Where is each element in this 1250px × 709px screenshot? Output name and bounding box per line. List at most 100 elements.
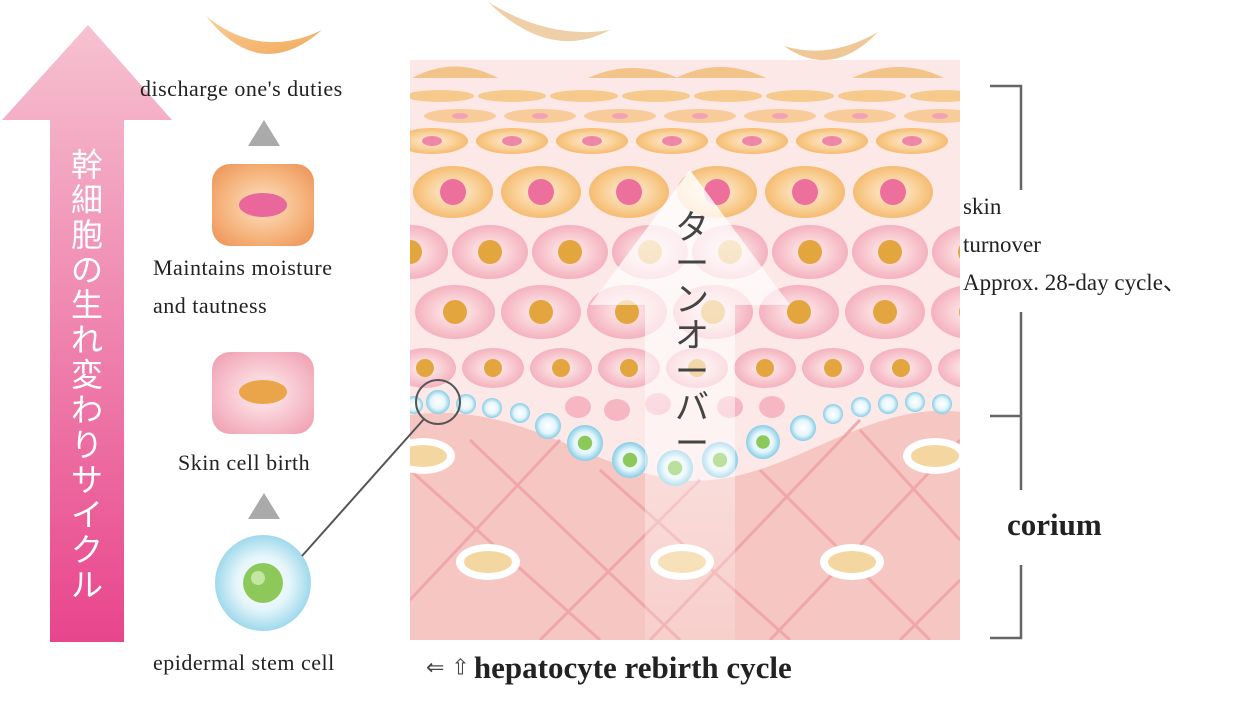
cycle-label-char: 胞: [70, 216, 103, 254]
pink-cell-nucleus: [787, 300, 811, 324]
stage-icons: [206, 16, 322, 631]
basal-stem-cell: [851, 397, 871, 417]
basal-stem-cell: [823, 404, 843, 424]
corium-label: corium: [1007, 507, 1102, 542]
young-cell-nucleus: [239, 380, 287, 404]
granular-cell-nucleus: [662, 136, 682, 146]
turnover-label: ターンオーバー: [670, 210, 714, 462]
basal-stem-cell: [510, 403, 530, 423]
pink-cell-nucleus: [960, 359, 978, 377]
orange-cell-nucleus: [792, 179, 818, 205]
turnover-label-char: バ: [675, 388, 709, 428]
stage-label-moisture-1: Maintains moisture: [153, 255, 333, 280]
up-triangle-icon-2: [248, 493, 280, 519]
pink-cell-nucleus: [873, 300, 897, 324]
pink-cell-nucleus: [410, 240, 422, 264]
pink-cell-nucleus: [443, 300, 467, 324]
flat-cell-nucleus: [932, 113, 948, 119]
pink-cell: [410, 225, 448, 279]
stage-label-stem: epidermal stem cell: [153, 650, 335, 675]
cycle-label-char: り: [70, 426, 103, 464]
granular-cell-nucleus: [902, 136, 922, 146]
flat-cell: [766, 90, 834, 102]
cycle-label-char: サ: [70, 461, 103, 499]
pink-cell-nucleus: [620, 359, 638, 377]
basal-stem-cell: [878, 394, 898, 414]
pink-cell: [938, 348, 960, 388]
flat-cell-nucleus: [692, 113, 708, 119]
basal-stem-cell: [932, 394, 952, 414]
skin-turnover-line-2: turnover: [963, 232, 1041, 257]
pink-cell-nucleus: [892, 359, 910, 377]
granular-cell-nucleus: [422, 136, 442, 146]
epidermal-cells: [410, 90, 978, 486]
basal-stem-cell-nucleus: [577, 435, 593, 451]
pink-cell-nucleus: [552, 359, 570, 377]
small-pink-cell: [604, 399, 630, 421]
stem-cell-highlight: [251, 571, 265, 585]
pink-cell-nucleus: [484, 359, 502, 377]
cycle-label-char: 変: [70, 356, 103, 394]
turnover-label-char: ン: [675, 280, 709, 320]
turnover-label-char: ー: [675, 424, 709, 464]
cycle-label-char: 細: [70, 181, 103, 219]
basal-stem-cell-nucleus: [622, 452, 638, 468]
flat-cell-nucleus: [852, 113, 868, 119]
flat-cell-nucleus: [612, 113, 628, 119]
cycle-label-char: わ: [70, 391, 103, 429]
flat-cell: [478, 90, 546, 102]
turnover-arrow: [590, 170, 790, 640]
basal-stem-cell: [482, 398, 502, 418]
pink-cell-nucleus: [959, 307, 960, 317]
cycle-label-char: れ: [70, 321, 103, 359]
stage-label-moisture-2: and tautness: [153, 293, 268, 318]
basal-stem-cell: [456, 394, 476, 414]
orange-cell-nucleus: [616, 179, 642, 205]
pink-cell-nucleus: [958, 245, 960, 259]
granular-cell-nucleus: [742, 136, 762, 146]
flat-cell: [622, 90, 690, 102]
basal-stem-cell: [535, 413, 561, 439]
orange-cell-nucleus: [440, 179, 466, 205]
turnover-label-char: オ: [675, 316, 709, 356]
bottom-caption: ⇐ ⇧ hepatocyte rebirth cycle: [426, 650, 792, 686]
granular-cell-nucleus: [582, 136, 602, 146]
zoom-line: [301, 418, 425, 557]
orange-cell-nucleus: [528, 179, 554, 205]
orange-cell-nucleus: [880, 179, 906, 205]
pink-cell-nucleus: [756, 359, 774, 377]
basal-stem-cell: [410, 396, 423, 414]
stage-label-discharge: discharge one's duties: [140, 76, 343, 101]
fibroblast-nucleus: [410, 445, 447, 467]
pink-cell: [932, 225, 960, 279]
flat-cell: [694, 90, 762, 102]
cycle-arrow-shape: [2, 25, 172, 642]
skin-turnover-label: skin turnover Approx. 28-day cycle、: [963, 188, 1186, 302]
pink-cell-nucleus: [416, 359, 434, 377]
cycle-label-char: イ: [70, 496, 103, 534]
fibroblast-nucleus: [911, 445, 959, 467]
cycle-label-char: 幹: [70, 146, 103, 184]
pink-cell-nucleus: [824, 359, 842, 377]
pink-cell-nucleus: [478, 240, 502, 264]
cycle-label-char: ク: [70, 531, 103, 569]
cycle-label-char: 生: [70, 286, 103, 324]
caption-arrows-icon: ⇐ ⇧: [426, 655, 470, 681]
pink-cell: [931, 286, 960, 338]
basal-stem-cell: [905, 392, 925, 412]
turnover-label-char: ー: [675, 352, 709, 392]
fibroblast-nucleus: [464, 551, 512, 573]
cycle-label-char: の: [70, 251, 103, 289]
turnover-label-char: ー: [675, 244, 709, 284]
pink-cell-nucleus: [878, 240, 902, 264]
turnover-label-char: タ: [675, 208, 709, 248]
flake-icon: [206, 16, 322, 54]
skin-turnover-line-1: skin: [963, 194, 1002, 219]
basal-stem-cell: [426, 390, 450, 414]
cycle-arrow: [2, 25, 172, 642]
small-pink-cell: [565, 396, 591, 418]
stem-cell-nucleus: [243, 563, 283, 603]
skin-turnover-line-3: Approx. 28-day cycle、: [963, 270, 1186, 295]
up-triangle-icon: [248, 120, 280, 146]
